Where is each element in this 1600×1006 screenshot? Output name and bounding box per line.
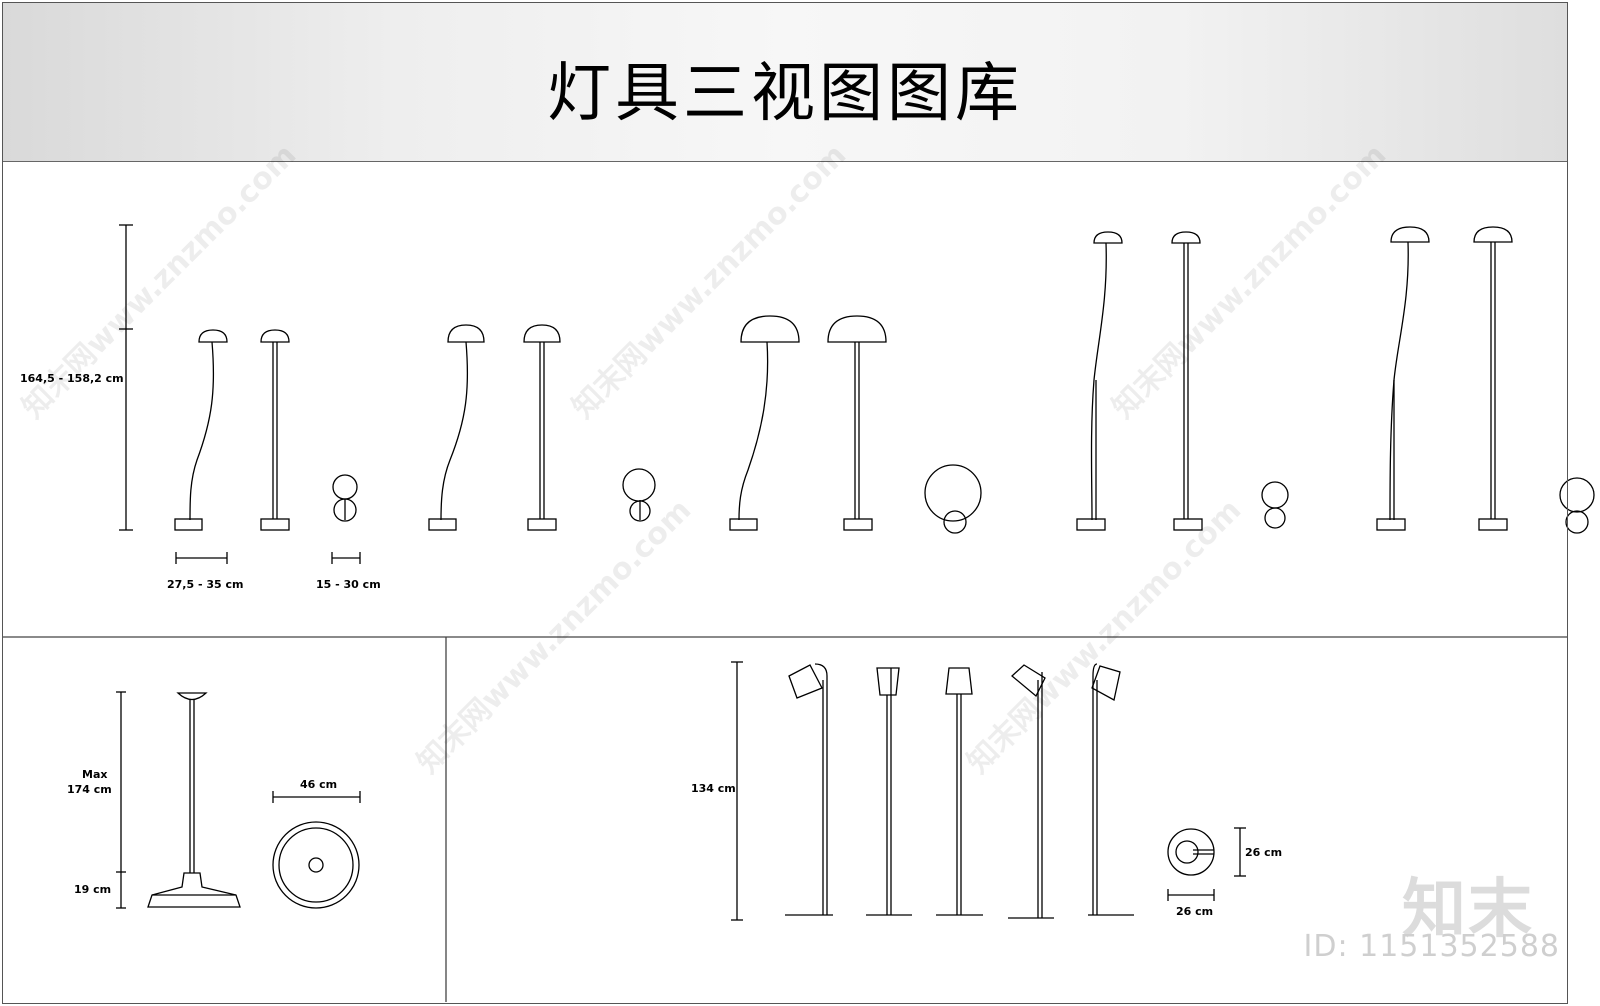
lamp-set-2 <box>428 324 656 531</box>
floor-top-height-label: 26 cm <box>1245 846 1282 859</box>
pendant-top-center <box>308 857 324 873</box>
pendant-shade-height-label: 19 cm <box>74 883 111 896</box>
pendant-top-outer <box>272 821 360 909</box>
floor-lamp-top-view <box>1167 828 1215 876</box>
lamp-set-1 <box>174 329 358 531</box>
lamp-1-side-shade <box>198 329 228 343</box>
lamp-1-top-shade <box>332 474 358 500</box>
lamp-1-side-stem <box>189 341 215 521</box>
lamp-1-front-shade <box>260 329 290 343</box>
floor-lamps <box>731 661 1246 921</box>
floor-lamp-a-shade <box>788 664 823 699</box>
lamp-1-side-base <box>174 518 203 531</box>
floor-top-width-label: 26 cm <box>1176 905 1213 918</box>
base-width-label: 27,5 - 35 cm <box>167 578 243 591</box>
lamp-set-5 <box>1376 226 1595 534</box>
lamp-set-4 <box>1076 231 1289 531</box>
height-range-label: 164,5 - 158,2 cm <box>20 372 124 385</box>
id-watermark: ID: 1151352588 <box>1303 929 1560 964</box>
pendant-shade <box>147 872 241 908</box>
floor-lamp-e-shade <box>1091 665 1121 701</box>
top-diameter-label: 15 - 30 cm <box>316 578 381 591</box>
floor-lamp-b-shade <box>876 667 900 696</box>
pendant-canopy <box>176 692 208 701</box>
lamp-set-3 <box>729 315 982 534</box>
floor-height-label: 134 cm <box>691 782 736 795</box>
lamp-2-front-shade <box>523 324 561 343</box>
lamp-1-front-base <box>260 518 290 531</box>
height-dimension <box>119 224 133 531</box>
pendant-lamp <box>116 691 361 909</box>
lamp-3-front-shade <box>827 315 887 343</box>
base-width-dimension <box>175 552 361 564</box>
floor-lamp-d-shade <box>1011 664 1046 698</box>
pendant-max-value: 174 cm <box>67 783 112 796</box>
page-title: 灯具三视图图库 <box>547 57 1023 131</box>
pendant-diameter-label: 46 cm <box>300 778 337 791</box>
floor-lamp-c-shade <box>945 667 973 695</box>
brand-watermark: 知末 <box>1402 873 1534 947</box>
title-bar: 灯具三视图图库 <box>2 2 1568 162</box>
lamp-3-side-shade <box>740 315 800 343</box>
lamp-2-side-shade <box>447 324 485 343</box>
pendant-max-label: Max <box>82 768 107 781</box>
